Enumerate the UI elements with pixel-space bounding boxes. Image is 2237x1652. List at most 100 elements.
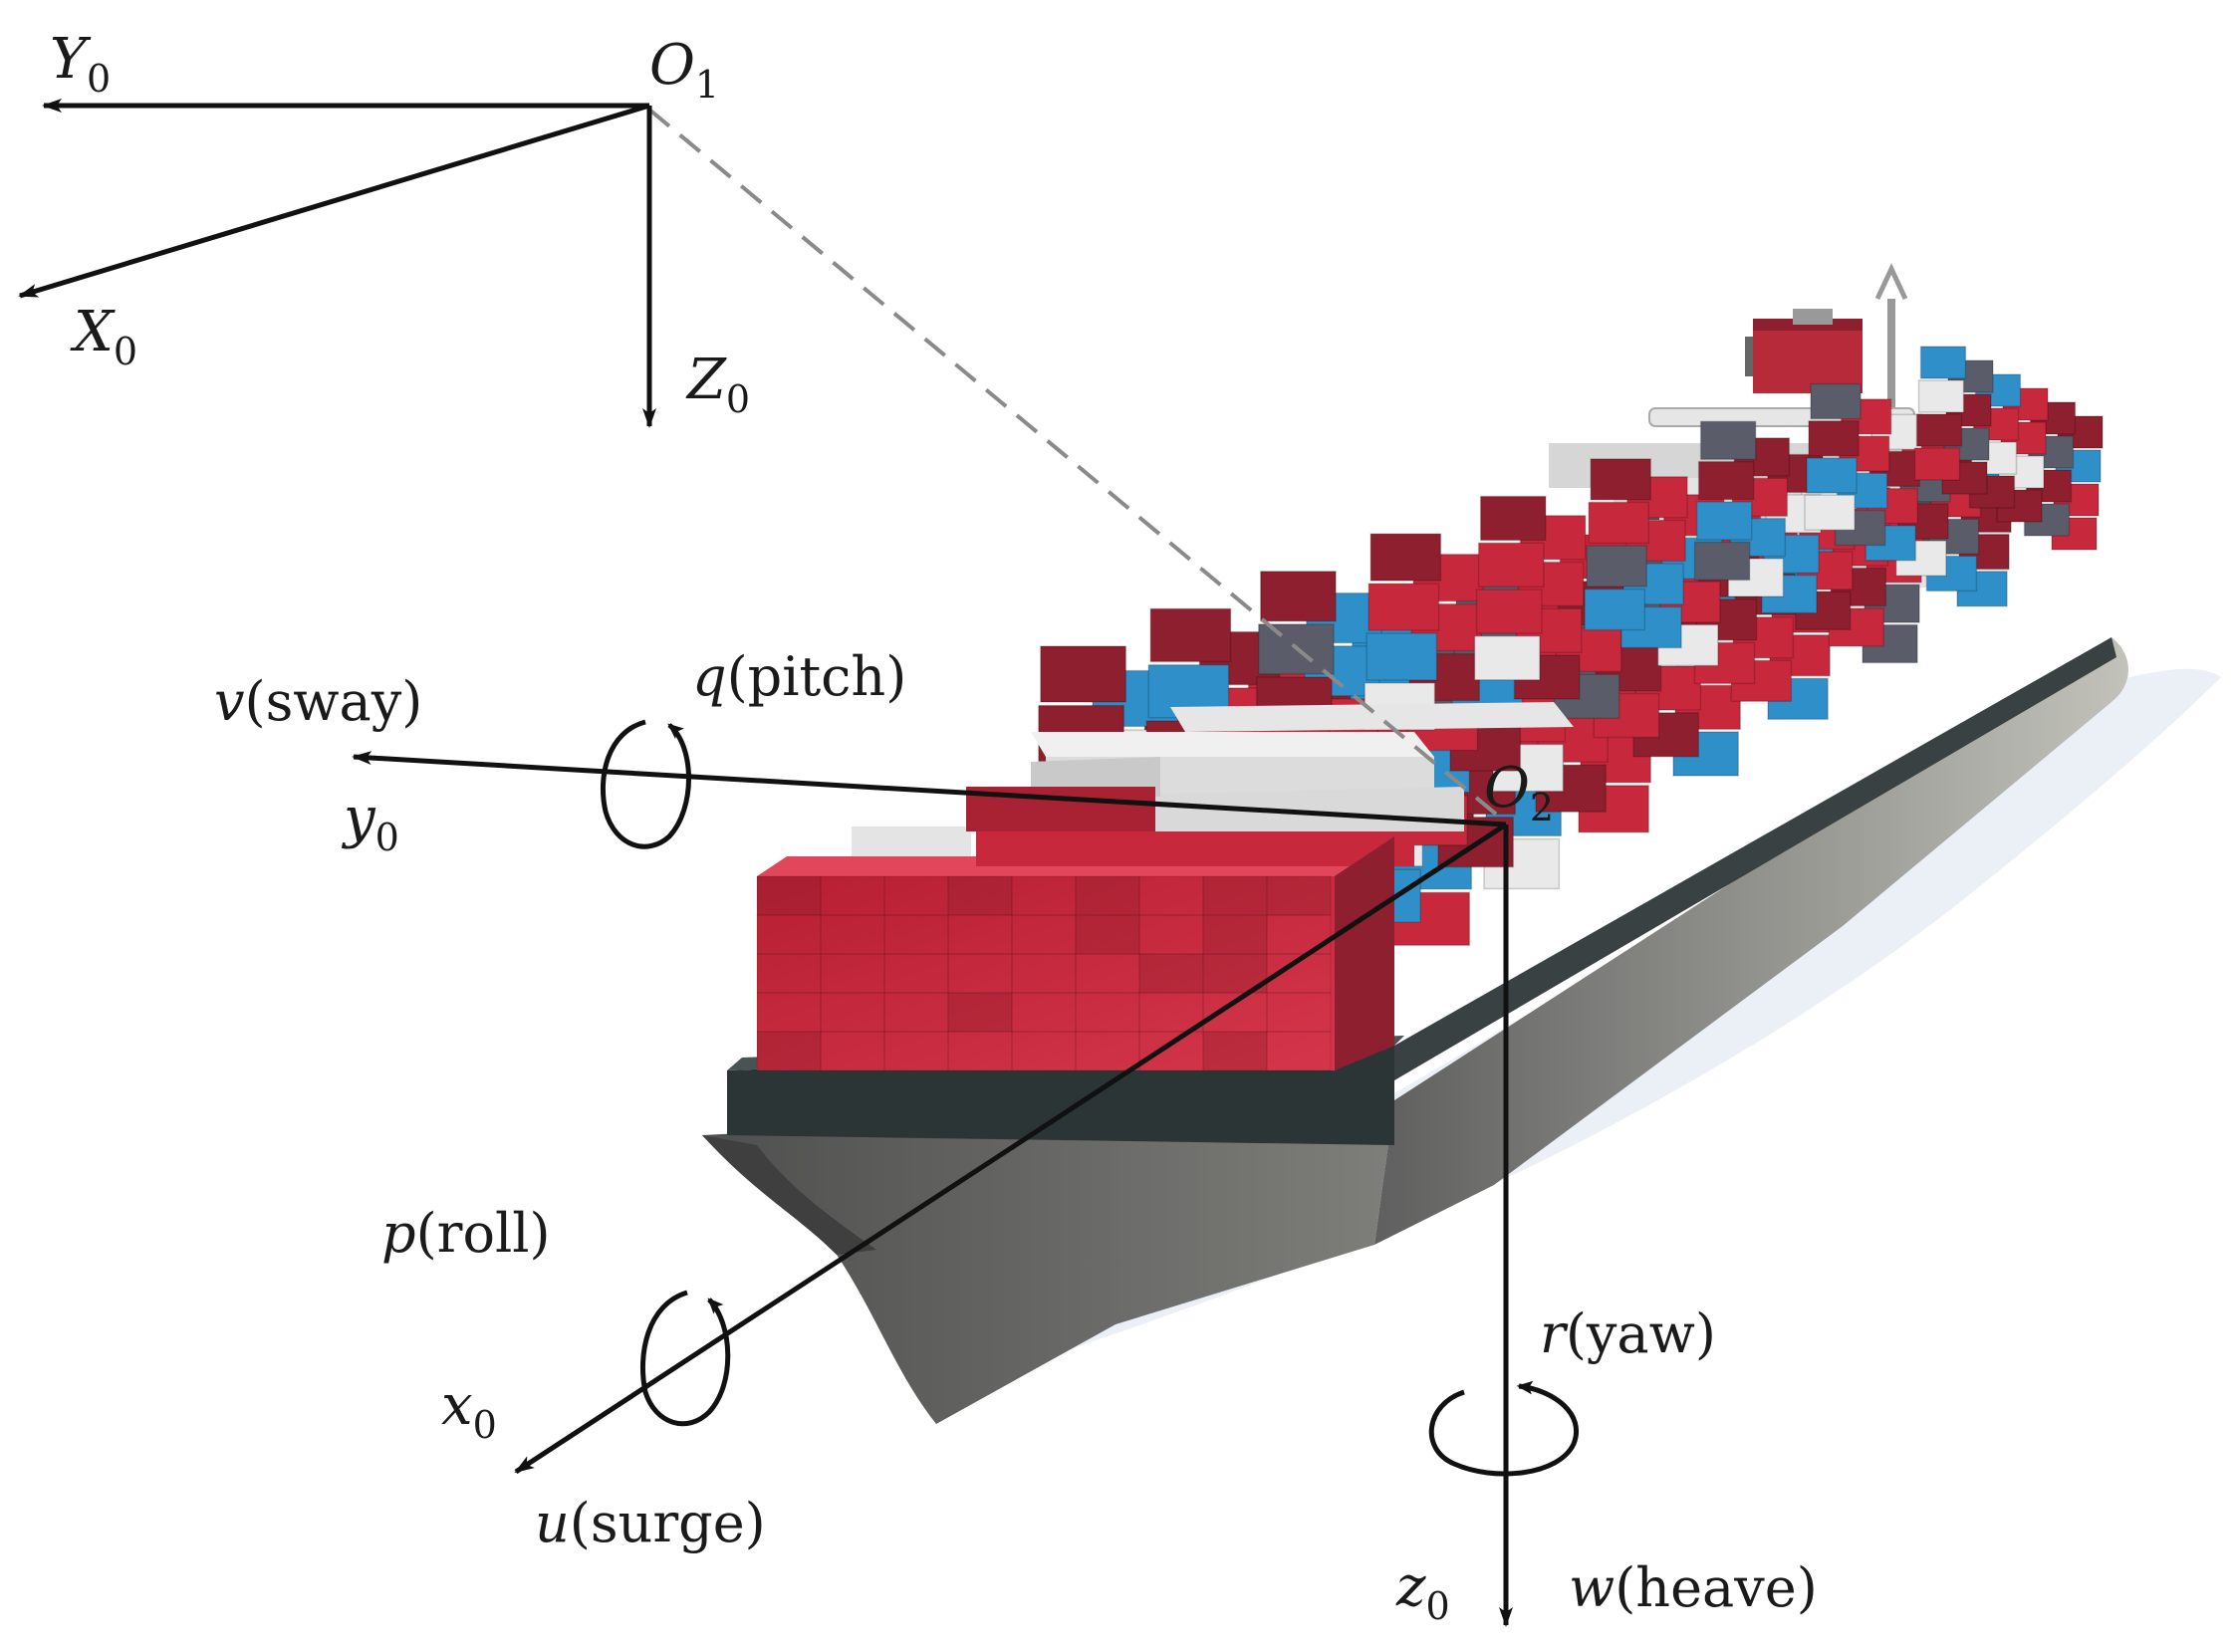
container-box — [1367, 583, 1440, 631]
label-inertial-origin: O1 — [649, 33, 719, 107]
label-roll: p(roll) — [381, 1202, 551, 1265]
container-box — [1804, 494, 1856, 531]
pitch-rotation-arrow-icon — [601, 719, 691, 849]
container-panel — [883, 875, 949, 916]
container-box — [1693, 541, 1751, 582]
container-panel — [1075, 1031, 1140, 1071]
label-surge: u(surge) — [535, 1492, 766, 1554]
container-box — [1810, 382, 1862, 420]
container-box — [1584, 588, 1646, 631]
container-panel — [883, 992, 949, 1033]
container-panel — [1138, 953, 1204, 994]
container-panel — [820, 914, 885, 955]
container-panel — [1075, 953, 1140, 994]
container-panel — [756, 914, 822, 955]
container-panel — [1011, 953, 1077, 994]
motion-labels: v(sway) q(pitch) p(roll) u(surge) r(yaw)… — [214, 645, 1818, 1619]
label-yaw: r(yaw) — [1540, 1302, 1716, 1365]
label-body-y: y0 — [341, 786, 399, 859]
body-frame: O2 y0 x0 z0 — [341, 751, 1554, 1628]
container-panel — [1266, 953, 1332, 994]
hull-bow-keel — [702, 1135, 876, 1255]
container-panel — [947, 992, 1013, 1033]
container-box — [1473, 635, 1541, 681]
body-axis-x — [514, 822, 1508, 1475]
container-panel — [883, 1031, 949, 1071]
label-pitch: q(pitch) — [692, 645, 906, 708]
container-box — [1919, 346, 1967, 379]
container-panel — [1011, 992, 1077, 1033]
origin-link-dashed — [647, 108, 1501, 819]
rotation-arrows — [601, 719, 1579, 1477]
container-panel — [1011, 914, 1077, 955]
label-body-origin: O2 — [1484, 756, 1554, 829]
container-panel — [1266, 1031, 1332, 1071]
container-panel — [820, 953, 885, 994]
container-panel — [1202, 875, 1268, 916]
label-inertial-y: Y0 — [50, 27, 111, 101]
container-box — [1259, 571, 1337, 622]
container-box — [1588, 501, 1650, 545]
container-box — [1697, 460, 1755, 501]
container-box — [1475, 589, 1543, 634]
container-panel — [1202, 992, 1268, 1033]
container-panel — [1138, 1031, 1204, 1071]
container-panel — [756, 992, 822, 1033]
front-container-block — [756, 702, 1574, 1071]
container-panel — [1202, 1031, 1268, 1071]
container-panel — [756, 875, 822, 916]
container-panel — [883, 914, 949, 955]
container-panel — [1011, 875, 1077, 916]
container-box — [1479, 495, 1547, 542]
container-panel — [1075, 992, 1140, 1033]
container-panel — [947, 914, 1013, 955]
container-box — [1369, 533, 1442, 582]
container-box — [1366, 632, 1438, 681]
body-axis-y — [352, 751, 1507, 827]
container-box — [1586, 545, 1648, 588]
container-box — [1917, 379, 1965, 413]
yaw-rotation-arrow-icon — [1428, 1380, 1579, 1477]
container-box — [1913, 447, 1961, 481]
hull-front — [702, 1100, 1394, 1424]
label-heave: w(heave) — [1569, 1556, 1818, 1619]
container-panel — [1011, 1031, 1077, 1071]
label-body-z: z0 — [1395, 1554, 1450, 1628]
container-panel — [1138, 875, 1204, 916]
label-inertial-z: Z0 — [685, 348, 750, 421]
container-box — [1808, 420, 1860, 457]
container-box — [1699, 420, 1757, 461]
container-panel — [756, 1031, 822, 1071]
container-panel — [820, 992, 885, 1033]
container-ship-icon — [702, 263, 2221, 1424]
container-panel — [1266, 992, 1332, 1033]
container-box — [1695, 501, 1753, 541]
container-panel — [756, 953, 822, 994]
inertial-frame: Y0 O1 X0 Z0 — [18, 27, 750, 428]
container-panel — [947, 875, 1013, 916]
container-panel — [820, 875, 885, 916]
container-panel — [947, 1031, 1013, 1071]
container-box — [1806, 457, 1858, 494]
roll-rotation-arrow-icon — [640, 1290, 731, 1427]
label-sway: v(sway) — [214, 670, 422, 733]
container-panel — [883, 953, 949, 994]
container-panel — [1075, 914, 1140, 955]
container-panel — [1138, 914, 1204, 955]
inertial-axis-x — [18, 103, 650, 299]
container-box — [1040, 645, 1127, 703]
container-panel — [1266, 875, 1332, 916]
side-deck-band — [1394, 637, 2116, 1080]
label-inertial-x: X0 — [70, 300, 137, 373]
container-panel — [820, 1031, 885, 1071]
hull-side — [1374, 637, 2128, 1245]
container-panel — [1266, 914, 1332, 955]
container-panel — [947, 953, 1013, 994]
container-panel — [1075, 875, 1140, 916]
container-panel — [1138, 992, 1204, 1033]
container-box — [1590, 458, 1652, 501]
container-panel — [1202, 914, 1268, 955]
label-body-x: x0 — [441, 1373, 497, 1447]
